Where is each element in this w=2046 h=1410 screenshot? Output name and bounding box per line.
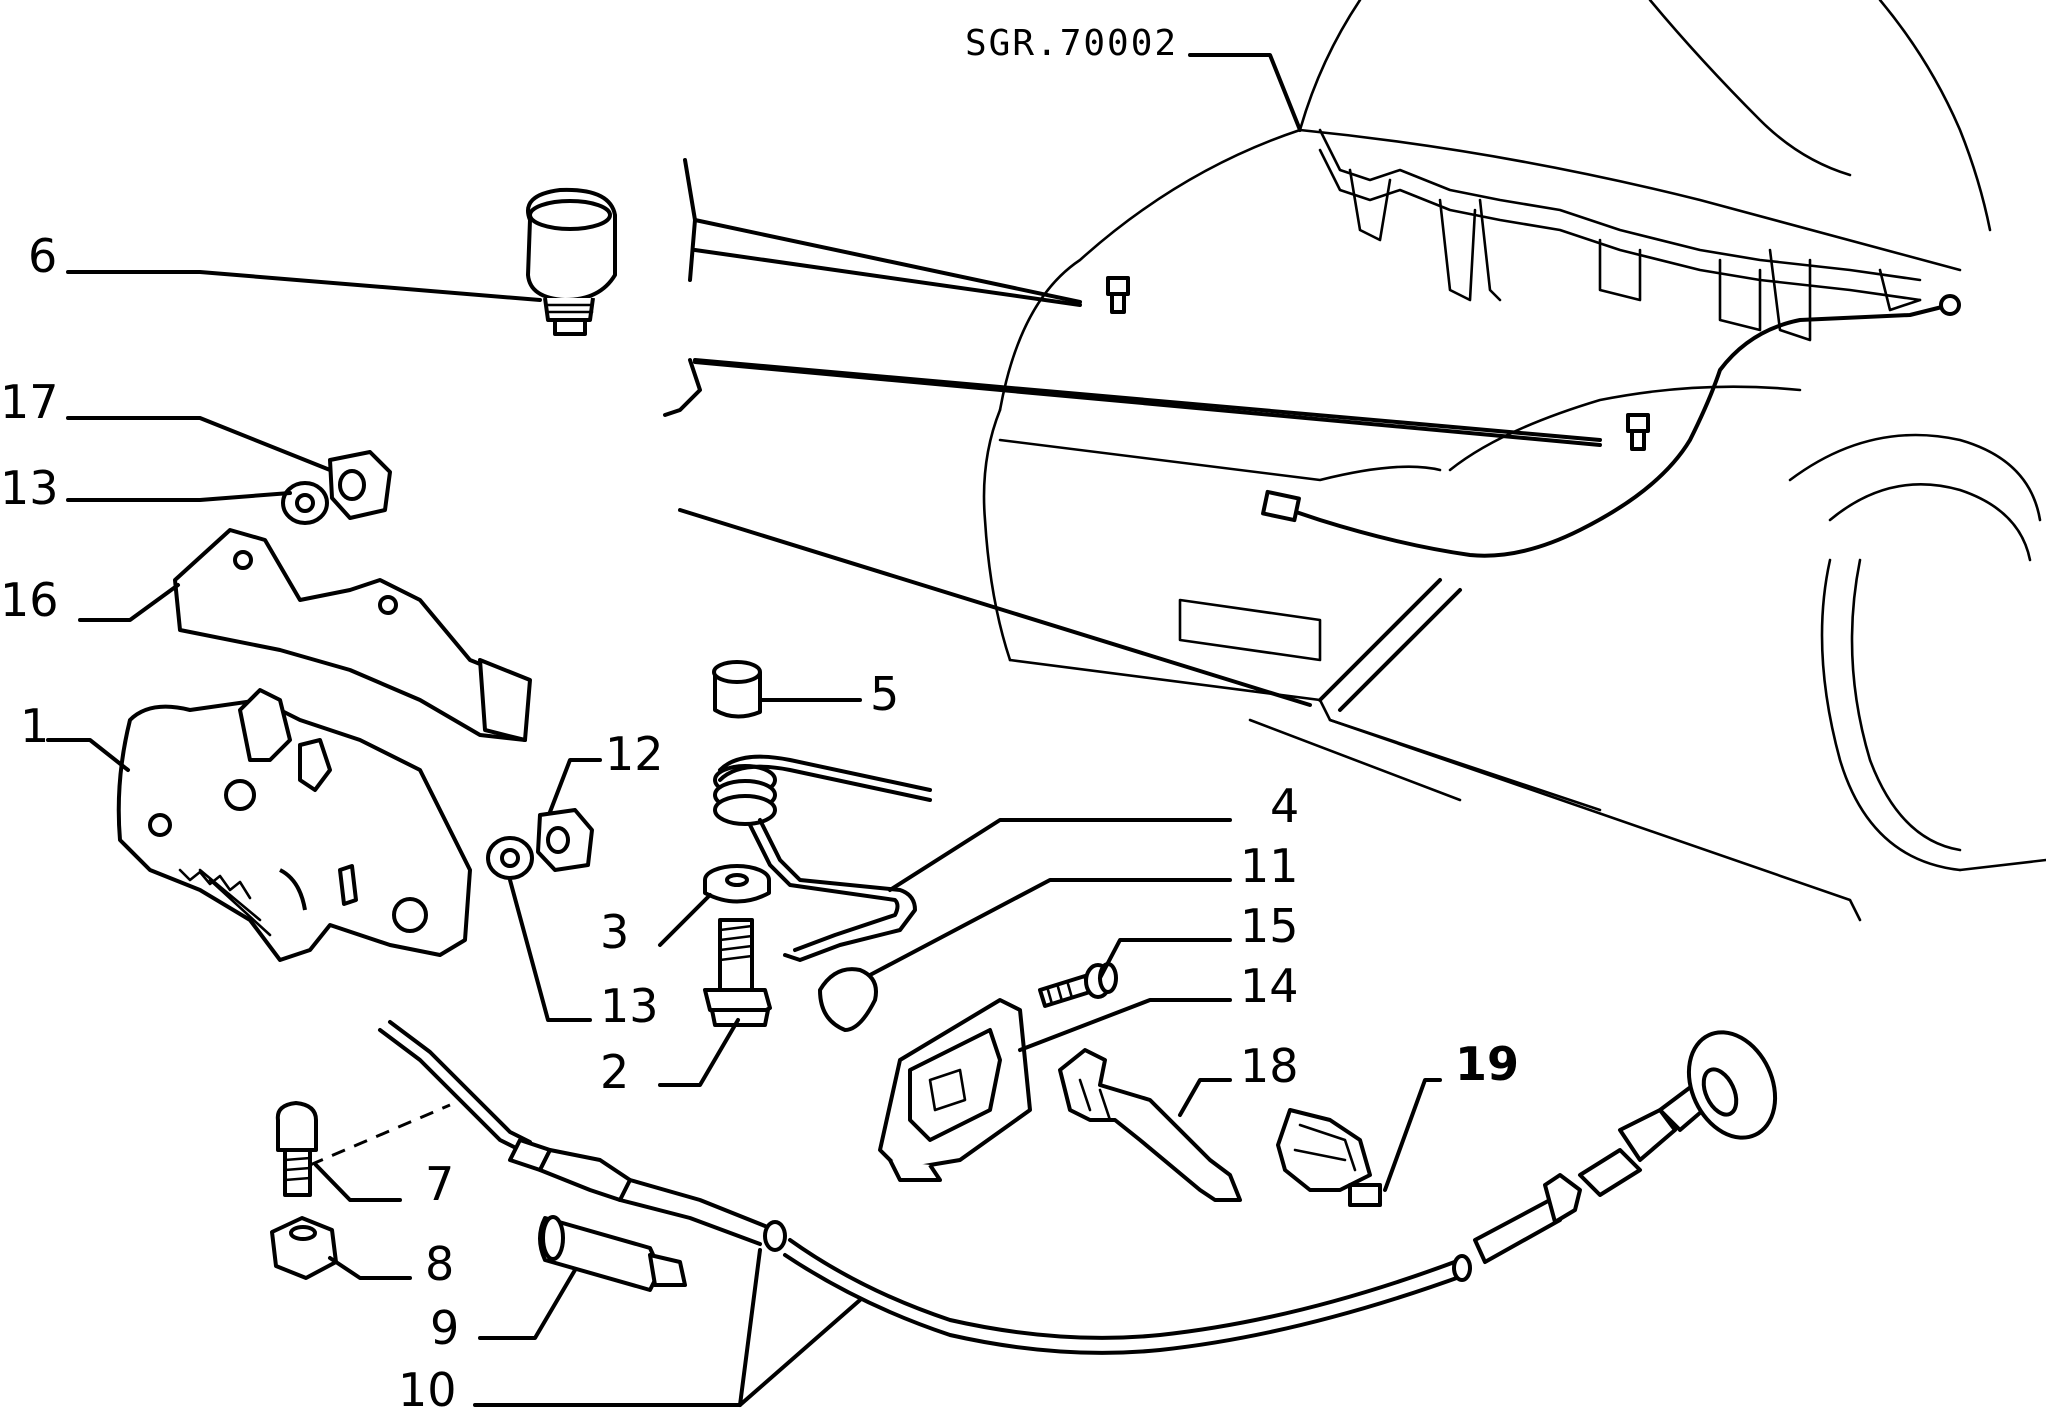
leader-lines (46, 270, 1442, 1407)
callout-18: 18 (1240, 1039, 1299, 1093)
part-13-washer-lower (486, 836, 534, 880)
part-9-cable-sleeve (538, 1215, 687, 1292)
part-13-washer-upper (281, 481, 329, 525)
car-front-outline (663, 0, 2046, 922)
front-cross-member (1318, 128, 1922, 342)
part-18-release-lever (1058, 1048, 1242, 1202)
part-4-safety-catch-spring (713, 754, 932, 1032)
callout-10: 10 (398, 1363, 457, 1410)
callout-13-upper: 13 (0, 461, 59, 515)
callout-7: 7 (425, 1157, 454, 1211)
part-15-screw (1038, 962, 1118, 1008)
part-12-nut (536, 808, 594, 872)
reference-lines (693, 53, 1602, 712)
callout-5: 5 (870, 667, 899, 721)
part-14-lever-bracket (878, 998, 1032, 1182)
callout-8: 8 (425, 1237, 454, 1291)
part-8-nut (270, 1216, 338, 1280)
callout-6: 6 (28, 229, 57, 283)
callout-17: 17 (0, 375, 59, 429)
part-3-rubber-washer (703, 864, 771, 904)
callout-13-lower: 13 (600, 979, 659, 1033)
hood-release-cable-installed (1106, 276, 1961, 558)
part-2-stud-bolt (703, 918, 772, 1027)
callout-15: 15 (1240, 899, 1299, 953)
part-5-spacer (712, 660, 762, 719)
callout-labels: SGR.70002 6 17 13 16 1 5 12 4 11 15 3 13… (0, 23, 1519, 1410)
part-6-hood-bumper (526, 187, 617, 336)
part-10-release-cable (378, 1020, 1778, 1355)
callout-14: 14 (1240, 959, 1299, 1013)
part-19-cable-clip (1276, 1108, 1382, 1207)
part-1-hood-latch (116, 688, 472, 962)
callout-3: 3 (600, 905, 629, 959)
callout-12: 12 (605, 727, 664, 781)
callout-16: 16 (0, 573, 59, 627)
callout-2: 2 (600, 1045, 629, 1099)
callout-9: 9 (430, 1301, 459, 1355)
drawing-code-label: SGR.70002 (965, 23, 1178, 64)
callout-11: 11 (1240, 839, 1299, 893)
callout-19: 19 (1455, 1037, 1519, 1091)
callout-4: 4 (1270, 779, 1299, 833)
part-17-nut (328, 450, 392, 520)
part-16-bracket (173, 528, 532, 742)
part-7-bolt (275, 1101, 318, 1197)
callout-1: 1 (20, 699, 49, 753)
